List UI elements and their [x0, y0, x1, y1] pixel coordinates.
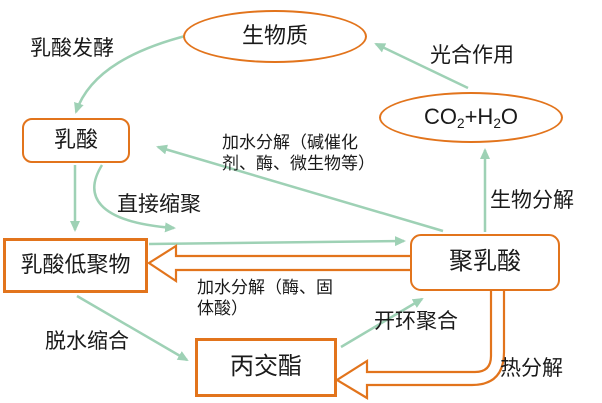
node-lactide-label: 丙交酯 — [230, 353, 302, 381]
node-co2-h2o: CO2+H2O — [379, 92, 563, 143]
node-biomass-label: 生物质 — [241, 23, 308, 49]
label-thermal-decomposition: 热分解 — [500, 357, 563, 380]
node-lactic-acid-label: 乳酸 — [53, 127, 98, 153]
label-direct-polycondensation: 直接缩聚 — [117, 193, 201, 216]
edge-hydrolysis-alkali-arrow — [156, 144, 444, 233]
label-fermentation: 乳酸发酵 — [30, 37, 114, 60]
edge-oligomer-to-pla-arrow — [148, 236, 406, 247]
node-co2-h2o-label: CO2+H2O — [423, 103, 519, 131]
label-photosynthesis: 光合作用 — [430, 44, 514, 67]
edge-dehydration-condensation-arrow — [76, 294, 189, 362]
label-dehydration-condensation: 脱水缩合 — [45, 330, 129, 353]
node-pla-label: 聚乳酸 — [449, 248, 521, 276]
node-lactic-acid: 乳酸 — [22, 118, 130, 163]
node-lactic-oligomer: 乳酸低聚物 — [3, 238, 148, 293]
edge-ring-opening-polymerization-arrow — [340, 297, 424, 349]
node-biomass: 生物质 — [183, 10, 367, 63]
node-lactide: 丙交酯 — [195, 338, 337, 397]
node-lactic-oligomer-label: 乳酸低聚物 — [20, 252, 131, 278]
label-hydrolysis-enzyme: 加水分解（酶、固体酸） — [197, 278, 333, 318]
label-ring-opening-polymerization: 开环聚合 — [374, 310, 458, 333]
edge-thermal-decomposition-block-arrow — [334, 291, 506, 400]
label-biodegradation: 生物分解 — [490, 189, 574, 212]
edge-direct-polycondensation-arrow — [93, 164, 176, 233]
node-pla: 聚乳酸 — [410, 234, 560, 291]
edge-hydrolysis-enzyme-block-arrow — [146, 244, 410, 284]
label-hydrolysis-alkali: 加水分解（碱催化剂、酶、微生物等） — [222, 133, 375, 173]
edge-fermentation-arrow — [74, 33, 190, 114]
edge-photosynthesis-arrow — [374, 42, 469, 90]
